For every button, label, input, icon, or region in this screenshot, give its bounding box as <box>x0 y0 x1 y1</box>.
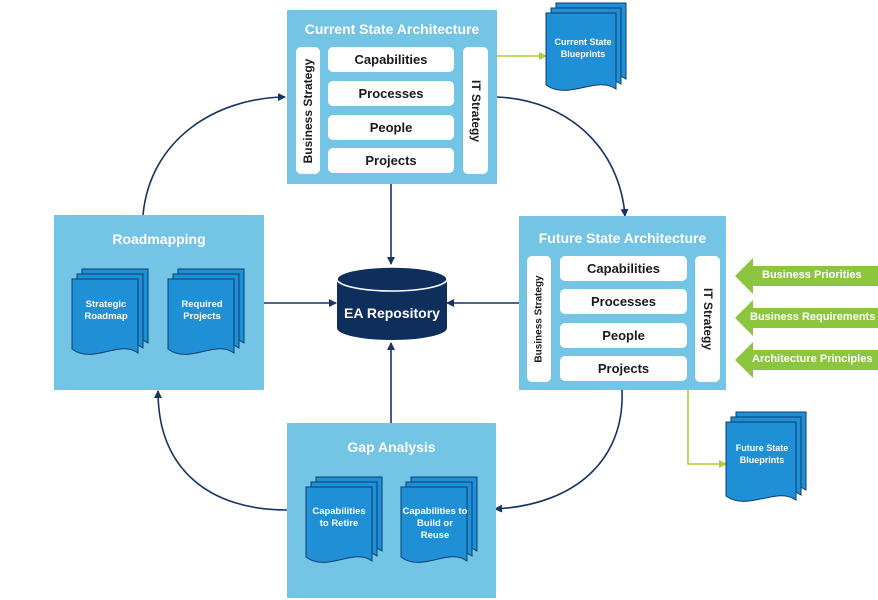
ea-repository-label: EA Repository <box>344 305 440 321</box>
gap-analysis-panel: Gap Analysis Capabilities to Retire Capa… <box>287 423 496 598</box>
future-people-item: People <box>560 323 687 348</box>
roadmapping-panel: Roadmapping Strategic Roadmap Required P… <box>54 215 264 390</box>
input-arrow-business-priorities <box>735 258 878 294</box>
future-capabilities-item: Capabilities <box>560 256 687 281</box>
required-projects-label: Required Projects <box>181 299 223 322</box>
future-state-panel: Future State Architecture Business Strat… <box>519 216 726 390</box>
arrow-future-to-blueprints <box>687 390 727 468</box>
architecture-principles-label: Architecture Principles <box>752 353 873 365</box>
current-business-strategy-label: Business Strategy <box>301 58 315 163</box>
arrow-roadmapping-to-current <box>142 93 286 216</box>
future-business-strategy-label: Business Strategy <box>533 275 545 363</box>
capabilities-to-retire-document-icon <box>305 476 383 563</box>
future-state-title: Future State Architecture <box>538 230 707 246</box>
current-it-strategy-bar: IT Strategy <box>463 47 488 174</box>
current-state-panel: Current State Architecture Business Stra… <box>287 10 497 184</box>
capabilities-to-build-label: Capabilities to Build or Reuse <box>402 506 468 541</box>
current-blueprints-label: Current State Blueprints <box>554 37 612 59</box>
business-priorities-label: Business Priorities <box>762 269 862 281</box>
arrow-gap-to-roadmapping <box>154 390 288 511</box>
future-business-strategy-bar: Business Strategy <box>527 256 551 382</box>
input-arrow-business-requirements <box>735 300 878 336</box>
capabilities-to-retire-label: Capabilities to Retire <box>312 506 366 529</box>
roadmapping-title: Roadmapping <box>112 231 206 247</box>
arrow-future-to-gap <box>494 389 623 513</box>
strategic-roadmap-label: Strategic Roadmap <box>84 299 128 322</box>
business-requirements-label: Business Requirements <box>750 311 876 323</box>
gap-analysis-title: Gap Analysis <box>347 439 436 455</box>
current-projects-item: Projects <box>328 148 454 173</box>
current-people-item: People <box>328 115 454 140</box>
future-processes-item: Processes <box>560 289 687 314</box>
ea-repository-cylinder <box>336 266 448 340</box>
current-state-title: Current State Architecture <box>304 21 480 37</box>
future-projects-item: Projects <box>560 356 687 381</box>
future-blueprints-label: Future State Blueprints <box>735 443 789 465</box>
current-blueprints-document-icon <box>545 2 627 91</box>
current-processes-item: Processes <box>328 81 454 106</box>
current-business-strategy-bar: Business Strategy <box>296 47 320 174</box>
current-capabilities-item: Capabilities <box>328 47 454 72</box>
input-arrow-architecture-principles <box>735 342 878 378</box>
future-it-strategy-bar: IT Strategy <box>695 256 720 382</box>
strategic-roadmap-document-icon <box>71 268 149 355</box>
required-projects-document-icon <box>167 268 245 355</box>
current-it-strategy-label: IT Strategy <box>468 79 483 142</box>
arrow-current-to-future <box>496 96 629 217</box>
future-blueprints-document-icon <box>725 411 807 502</box>
capabilities-to-build-document-icon <box>400 476 478 563</box>
future-it-strategy-label: IT Strategy <box>700 287 715 351</box>
